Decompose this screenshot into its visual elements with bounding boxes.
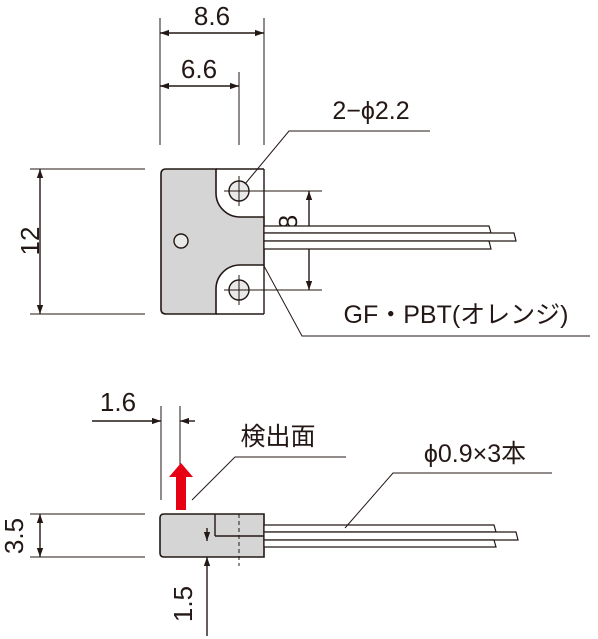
lead-wire-2 [263, 232, 517, 242]
leader-lead-wires [344, 472, 552, 529]
indicator-circle [173, 233, 189, 249]
label-material: GF・PBT(オレンジ) [344, 301, 569, 329]
lead-wire-3 [263, 240, 492, 250]
dimension-sensing-depth: 1.5 [168, 586, 198, 622]
label-sensing-surface: 検出面 [240, 423, 315, 451]
top-view: 8.6 6.6 12 8 2− [15, 1, 590, 337]
leader-material [263, 265, 590, 337]
leader-mounting-holes [244, 130, 430, 185]
side-lead-wire-2 [263, 531, 519, 541]
side-lead-wire-1 [263, 524, 497, 533]
side-lead-wire-3 [263, 539, 497, 548]
lead-wire-1 [263, 225, 492, 234]
side-view: 1.6 検出面 3.5 1.5 ϕ0.9×3本 [0, 387, 552, 636]
dimension-hole-pitch-x: 6.6 [181, 54, 217, 84]
dimension-height: 12 [15, 227, 45, 256]
sensing-direction-arrow [169, 463, 193, 510]
sensor-body-top [160, 168, 265, 315]
leader-sensing-surface [191, 456, 346, 501]
label-lead-wires: ϕ0.9×3本 [424, 440, 526, 468]
sensor-body-side [159, 513, 265, 558]
dimension-thickness: 3.5 [0, 518, 29, 554]
dimension-sensing-offset: 1.6 [100, 387, 136, 417]
dimension-overall-width: 8.6 [194, 1, 230, 31]
label-mounting-holes: 2−ϕ2.2 [332, 97, 409, 125]
